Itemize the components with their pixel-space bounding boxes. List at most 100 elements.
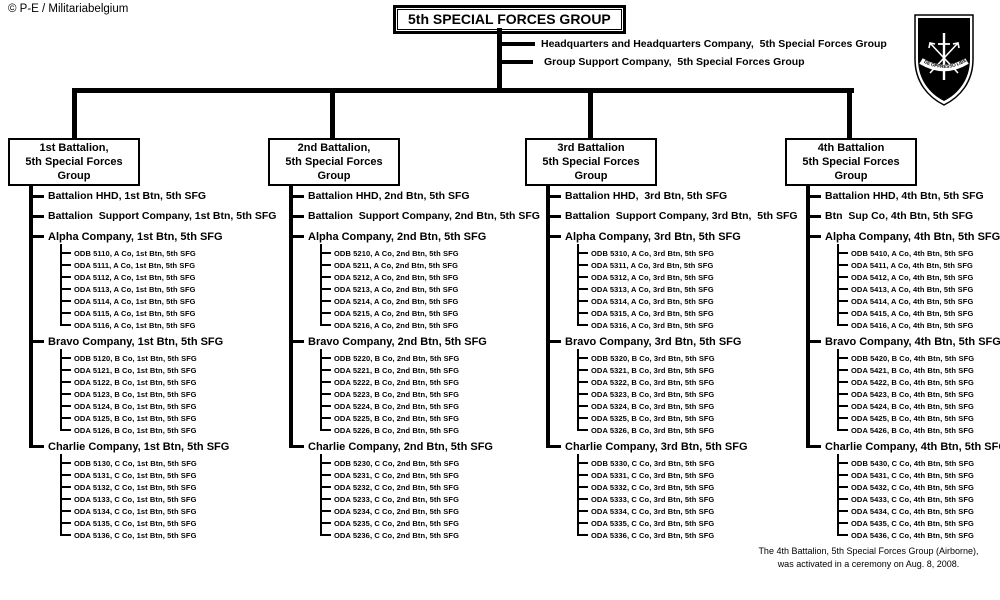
connector-line	[320, 349, 322, 430]
connector-line	[320, 244, 322, 325]
detachment-label: ODA 5326, B Co, 3rd Btn, 5th SFG	[591, 425, 715, 435]
detachment-row: ODA 5215, A Co, 2nd Btn, 5th SFG	[268, 307, 520, 319]
connector-tick	[29, 340, 44, 343]
unit-label: Btn Sup Co, 4th Btn, 5th SFG	[825, 210, 974, 222]
detachment-row: ODA 5424, B Co, 4th Btn, 5th SFG	[785, 400, 1000, 412]
detachment-row: ODA 5212, A Co, 2nd Btn, 5th SFG	[268, 271, 520, 283]
connector-tick	[289, 194, 304, 198]
detachment-label: ODA 5221, B Co, 2nd Btn, 5th SFG	[334, 365, 460, 375]
detachment-row: ODA 5335, C Co, 3rd Btn, 5th SFG	[525, 517, 777, 529]
detachment-label: ODA 5412, A Co, 4th Btn, 5th SFG	[851, 272, 974, 282]
detachment-row: ODA 5121, B Co, 1st Btn, 5th SFG	[8, 364, 260, 376]
detachment-row: ODA 5411, A Co, 4th Btn, 5th SFG	[785, 259, 1000, 271]
unit-label: Battalion HHD, 3rd Btn, 5th SFG	[565, 190, 728, 202]
detachment-label: ODA 5423, B Co, 4th Btn, 5th SFG	[851, 389, 974, 399]
connector-tick	[837, 324, 848, 326]
unit-label: Battalion HHD, 1st Btn, 5th SFG	[48, 190, 207, 202]
detachment-label: ODA 5124, B Co, 1st Btn, 5th SFG	[74, 401, 197, 411]
connector-tick	[60, 417, 71, 419]
detachment-row: ODA 5414, A Co, 4th Btn, 5th SFG	[785, 295, 1000, 307]
detachment-label: ODB 5220, B Co, 2nd Btn, 5th SFG	[334, 353, 460, 363]
connector-tick	[806, 445, 821, 448]
connector-tick	[320, 498, 331, 500]
connector-tick	[320, 288, 331, 290]
detachment-row: ODA 5436, C Co, 4th Btn, 5th SFG	[785, 529, 1000, 541]
detachment-label: ODA 5324, B Co, 3rd Btn, 5th SFG	[591, 401, 715, 411]
unit-label: Battalion Support Company, 3rd Btn, 5th …	[565, 210, 798, 222]
connector-tick	[60, 381, 71, 383]
detachment-row: ODA 5231, C Co, 2nd Btn, 5th SFG	[268, 469, 520, 481]
connector-line	[502, 42, 535, 46]
company-label: Bravo Company, 1st Btn, 5th SFG	[48, 335, 224, 348]
detachment-label: ODA 5212, A Co, 2nd Btn, 5th SFG	[334, 272, 459, 282]
detachment-row: ODA 5324, B Co, 3rd Btn, 5th SFG	[525, 400, 777, 412]
connector-tick	[60, 522, 71, 524]
company-label: Charlie Company, 4th Btn, 5th SFG	[825, 440, 1000, 453]
connector-line	[289, 186, 293, 447]
connector-tick	[60, 462, 71, 464]
connector-tick	[837, 300, 848, 302]
connector-line	[60, 454, 62, 535]
connector-tick	[320, 276, 331, 278]
detachment-row: ODB 5110, A Co, 1st Btn, 5th SFG	[8, 247, 260, 259]
detachment-label: ODA 5224, B Co, 2nd Btn, 5th SFG	[334, 401, 460, 411]
battalion-units: Battalion HHD, 1st Btn, 5th SFG Battalion…	[8, 186, 276, 541]
detachment-row: ODB 5330, C Co, 3rd Btn, 5th SFG	[525, 457, 777, 469]
connector-tick	[806, 194, 821, 198]
company-label: Bravo Company, 2nd Btn, 5th SFG	[308, 335, 487, 348]
connector-tick	[60, 324, 71, 326]
detachment-label: ODA 5334, C Co, 3rd Btn, 5th SFG	[591, 506, 715, 516]
detachment-row: ODA 5124, B Co, 1st Btn, 5th SFG	[8, 400, 260, 412]
company-label: Alpha Company, 1st Btn, 5th SFG	[48, 230, 223, 243]
battalion-box: 4th Battalion 5th Special Forces Group	[785, 138, 917, 186]
connector-line	[837, 349, 839, 430]
detachment-label: ODA 5214, A Co, 2nd Btn, 5th SFG	[334, 296, 459, 306]
unit-label: Battalion Support Company, 1st Btn, 5th …	[48, 210, 277, 222]
detachment-row: ODA 5435, C Co, 4th Btn, 5th SFG	[785, 517, 1000, 529]
detachment-label: ODA 5421, B Co, 4th Btn, 5th SFG	[851, 365, 974, 375]
connector-tick	[60, 510, 71, 512]
connector-tick	[837, 312, 848, 314]
company-label: Alpha Company, 4th Btn, 5th SFG	[825, 230, 1000, 243]
company-row: Bravo Company, 3rd Btn, 5th SFG	[525, 331, 777, 352]
detachment-row: ODA 5135, C Co, 1st Btn, 5th SFG	[8, 517, 260, 529]
connector-tick	[320, 357, 331, 359]
detachment-label: ODA 5333, C Co, 3rd Btn, 5th SFG	[591, 494, 715, 504]
connector-tick	[546, 235, 561, 238]
connector-tick	[546, 445, 561, 448]
detachment-label: ODA 5135, C Co, 1st Btn, 5th SFG	[74, 518, 197, 528]
connector-tick	[806, 235, 821, 238]
detachment-label: ODA 5322, B Co, 3rd Btn, 5th SFG	[591, 377, 715, 387]
detachment-label: ODA 5432, C Co, 4th Btn, 5th SFG	[851, 482, 974, 492]
unit-row: Btn Sup Co, 4th Btn, 5th SFG	[785, 206, 1000, 226]
battalion-column: 2nd Battalion, 5th Special Forces Group …	[268, 138, 540, 541]
connector-tick	[577, 300, 588, 302]
battalion-name: 2nd Battalion,	[297, 142, 371, 154]
detachment-label: ODA 5114, A Co, 1st Btn, 5th SFG	[74, 296, 196, 306]
company-row: Bravo Company, 1st Btn, 5th SFG	[8, 331, 260, 352]
unit-label: Battalion Support Company, 2nd Btn, 5th …	[308, 210, 540, 222]
connector-tick	[577, 393, 588, 395]
connector-line	[577, 244, 579, 325]
detachment-row: ODA 5123, B Co, 1st Btn, 5th SFG	[8, 388, 260, 400]
detachment-label: ODA 5131, C Co, 1st Btn, 5th SFG	[74, 470, 197, 480]
detachment-row: ODA 5325, B Co, 3rd Btn, 5th SFG	[525, 412, 777, 424]
connector-tick	[320, 522, 331, 524]
company-row: Bravo Company, 4th Btn, 5th SFG	[785, 331, 1000, 352]
detachment-label: ODA 5134, C Co, 1st Btn, 5th SFG	[74, 506, 197, 516]
connector-tick	[60, 393, 71, 395]
detachment-row: ODA 5125, B Co, 1st Btn, 5th SFG	[8, 412, 260, 424]
connector-tick	[320, 405, 331, 407]
connector-tick	[29, 214, 44, 218]
note-line: was activated in a ceremony on Aug. 8, 2…	[777, 559, 960, 569]
connector-tick	[577, 369, 588, 371]
detachment-label: ODA 5132, C Co, 1st Btn, 5th SFG	[74, 482, 197, 492]
connector-tick	[806, 340, 821, 343]
connector-tick	[320, 474, 331, 476]
activation-note: The 4th Battalion, 5th Special Forces Gr…	[742, 545, 995, 571]
detachment-label: ODB 5110, A Co, 1st Btn, 5th SFG	[74, 248, 196, 258]
company-row: Charlie Company, 4th Btn, 5th SFG	[785, 436, 1000, 457]
detachment-label: ODA 5236, C Co, 2nd Btn, 5th SFG	[334, 530, 460, 540]
